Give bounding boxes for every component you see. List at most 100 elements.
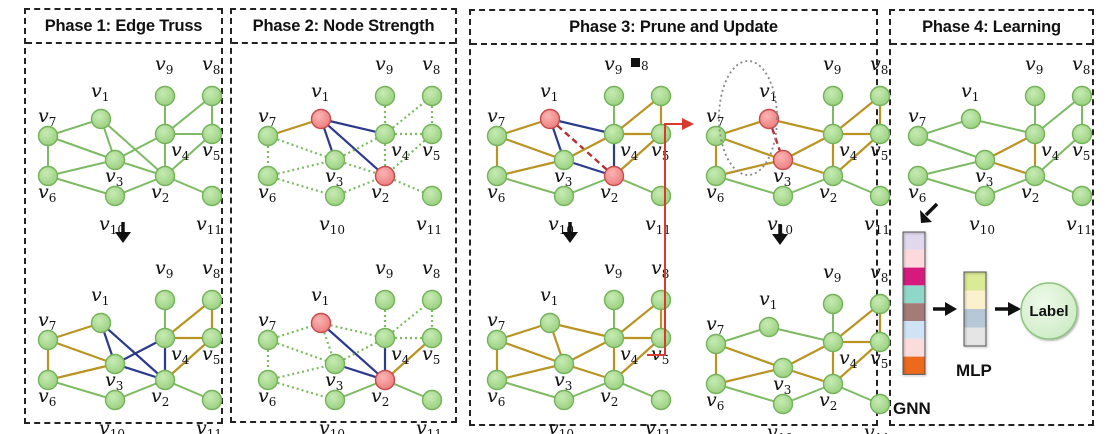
mlp-cell-4 xyxy=(964,327,986,346)
label-v5: v5 xyxy=(870,139,888,163)
label-v1: v1 xyxy=(311,80,329,104)
node-v10 xyxy=(553,185,575,207)
node-v3 xyxy=(324,353,346,375)
node-v11 xyxy=(869,185,891,207)
node-v7 xyxy=(37,125,59,147)
edge-v1-v4 xyxy=(548,117,616,136)
label-v4: v4 xyxy=(620,139,639,163)
label-v4: v4 xyxy=(391,139,410,163)
output-label-text: Label xyxy=(1029,303,1068,320)
edge-v1-v4 xyxy=(320,321,386,340)
node-v6 xyxy=(486,165,508,187)
node-v6 xyxy=(907,165,929,187)
node-v2 xyxy=(374,369,396,391)
node-v10 xyxy=(324,389,346,411)
label-v10: v10 xyxy=(767,421,793,434)
label-v8: v8 xyxy=(1072,53,1090,77)
edge-v6-v3 xyxy=(917,159,986,177)
node-v10 xyxy=(324,185,346,207)
node-v1 xyxy=(90,312,112,334)
edge-v6-v10 xyxy=(917,175,986,197)
node-v8 xyxy=(650,85,672,107)
label-v3: v3 xyxy=(105,165,123,189)
learning-pipeline: GNN MLP Label xyxy=(893,231,1078,418)
gnn-embedding-stack xyxy=(902,231,926,375)
edge-v1-v4 xyxy=(319,117,387,136)
node-v11 xyxy=(201,389,223,411)
edge-v6-v3 xyxy=(267,362,336,382)
label-v7: v7 xyxy=(258,105,276,129)
label-v9: v9 xyxy=(1025,53,1043,77)
label-v3: v3 xyxy=(773,165,791,189)
label-v1: v1 xyxy=(91,284,109,308)
node-v2 xyxy=(603,369,625,391)
gnn-cell-7 xyxy=(903,338,925,357)
phase4-final-graph xyxy=(907,85,1093,207)
node-v8 xyxy=(201,85,223,107)
node-v9 xyxy=(603,289,625,311)
label-v1: v1 xyxy=(759,80,777,104)
edge-v1-v3 xyxy=(767,118,785,161)
node-v4 xyxy=(1024,123,1046,145)
node-v11 xyxy=(1071,185,1093,207)
node-v6 xyxy=(705,165,727,187)
phase4-title: Phase 4: Learning xyxy=(922,17,1061,36)
v8-artifact-sub: 8 xyxy=(641,59,649,73)
edge-v6-v3 xyxy=(47,159,116,177)
gnn-caption: GNN xyxy=(893,399,931,418)
label-v11: v11 xyxy=(416,417,442,434)
node-v3 xyxy=(104,149,126,171)
node-v6 xyxy=(257,165,279,187)
node-v3 xyxy=(772,149,794,171)
label-v4: v4 xyxy=(171,139,190,163)
edge-v6-v3 xyxy=(495,158,566,178)
edge-v5-v2 xyxy=(383,336,434,382)
label-v11: v11 xyxy=(645,417,671,434)
node-v9 xyxy=(822,293,844,315)
edge-v7-v3 xyxy=(267,338,336,366)
edge-v6-v10 xyxy=(267,378,336,402)
phase2-title: Phase 2: Node Strength xyxy=(252,16,435,35)
phase3-title: Phase 3: Prune and Update xyxy=(569,17,778,36)
label-v9: v9 xyxy=(155,257,173,281)
label-v6: v6 xyxy=(908,181,926,205)
node-v2 xyxy=(603,165,625,187)
edge-v7-v3 xyxy=(917,135,986,161)
node-v10 xyxy=(553,389,575,411)
node-v5 xyxy=(1071,123,1093,145)
node-v7 xyxy=(907,125,929,147)
label-v2: v2 xyxy=(371,181,389,205)
node-v11 xyxy=(869,393,891,415)
node-v1 xyxy=(539,312,561,334)
label-v7: v7 xyxy=(487,105,505,129)
label-v9: v9 xyxy=(823,53,841,77)
label-v3: v3 xyxy=(554,165,572,189)
label-v7: v7 xyxy=(38,309,56,333)
label-v2: v2 xyxy=(819,181,837,205)
node-v4 xyxy=(822,331,844,353)
node-v8 xyxy=(1071,85,1093,107)
gnn-cell-1 xyxy=(903,232,925,250)
edge-v5-v2 xyxy=(384,133,433,177)
label-v2: v2 xyxy=(1021,181,1039,205)
node-v7 xyxy=(257,329,279,351)
node-v10 xyxy=(104,185,126,207)
edge-v6-v10 xyxy=(496,175,565,197)
edge-v6-v3 xyxy=(714,158,785,178)
label-v1: v1 xyxy=(961,80,979,104)
gnn-cell-8 xyxy=(903,356,925,375)
mlp-to-label-arrow xyxy=(995,302,1021,316)
edge-v1-v2 xyxy=(319,117,387,178)
edge-v6-v10 xyxy=(47,175,116,197)
edge-v5-v2 xyxy=(164,133,213,177)
node-v4 xyxy=(154,327,176,349)
edge-v1-v2 xyxy=(549,118,615,177)
label-v3: v3 xyxy=(773,373,791,397)
phase4-header: Phase 4: Learning xyxy=(891,11,1092,45)
label-v6: v6 xyxy=(258,385,276,409)
label-v5: v5 xyxy=(202,139,220,163)
node-v11 xyxy=(650,389,672,411)
node-v2 xyxy=(822,165,844,187)
